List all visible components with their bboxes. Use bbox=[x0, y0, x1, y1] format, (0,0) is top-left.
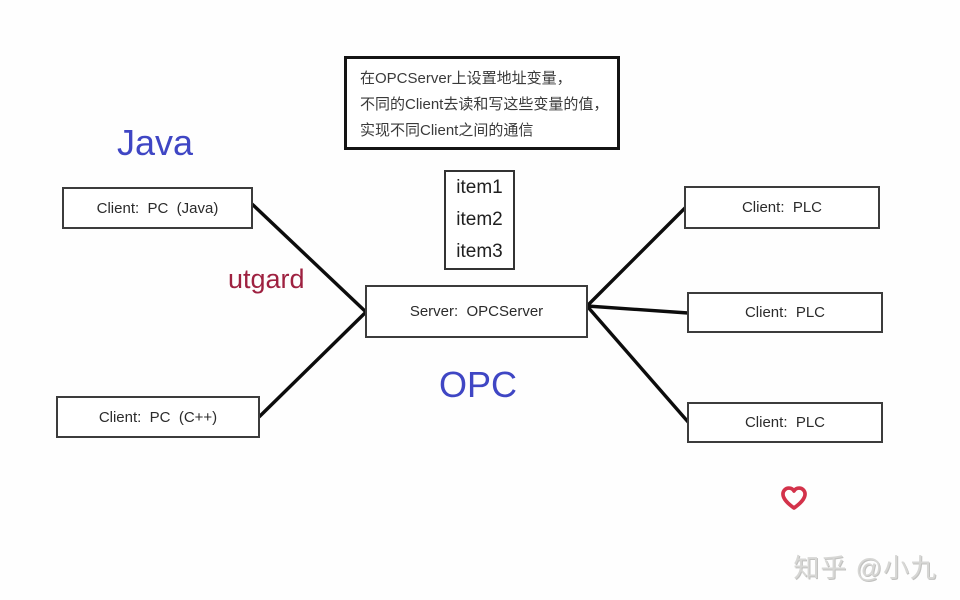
note-line: 实现不同Client之间的通信 bbox=[360, 122, 534, 139]
connector-server-to-plc-top bbox=[585, 205, 688, 308]
client-plc-middle-node: Client: PLC bbox=[687, 292, 883, 333]
client-pc-cpp-label: Client: PC (C++) bbox=[98, 408, 218, 426]
heart-outline-icon bbox=[776, 480, 812, 514]
item-entry: item2 bbox=[456, 209, 503, 230]
client-plc-bottom-node: Client: PLC bbox=[687, 402, 883, 443]
utgard-annotation: utgard bbox=[228, 264, 305, 294]
client-plc-top-node: Client: PLC bbox=[684, 186, 880, 229]
connector-server-to-plc-middle bbox=[586, 304, 689, 315]
opc-server-node: Server: OPCServer bbox=[365, 285, 588, 338]
client-plc-bottom-label: Client: PLC bbox=[744, 414, 826, 431]
zhihu-watermark: 知乎 @小九 bbox=[793, 553, 937, 583]
client-pc-java-label: Client: PC (Java) bbox=[96, 199, 219, 217]
item-entry: item1 bbox=[456, 177, 503, 198]
connector-server-to-plc-bottom bbox=[585, 304, 691, 425]
note-line: 在OPCServer上设置地址变量， bbox=[360, 70, 572, 87]
client-plc-middle-label: Client: PLC bbox=[744, 304, 826, 321]
client-pc-cpp-node: Client: PC (C++) bbox=[56, 396, 260, 438]
note-line: 不同的Client去读和写这些变量的值， bbox=[360, 96, 609, 113]
opc-annotation: OPC bbox=[439, 364, 518, 405]
item-entry: item3 bbox=[456, 241, 503, 262]
opc-server-label: Server: OPCServer bbox=[409, 303, 544, 320]
connector-cpp-to-server bbox=[257, 310, 368, 419]
java-annotation: Java bbox=[117, 122, 194, 163]
connector-java-to-server bbox=[250, 202, 368, 314]
note-box: 在OPCServer上设置地址变量， 不同的Client去读和写这些变量的值， … bbox=[344, 56, 620, 150]
client-plc-top-label: Client: PLC bbox=[741, 199, 823, 216]
item-list-box: item1 item2 item3 bbox=[444, 170, 515, 270]
client-pc-java-node: Client: PC (Java) bbox=[62, 187, 253, 229]
